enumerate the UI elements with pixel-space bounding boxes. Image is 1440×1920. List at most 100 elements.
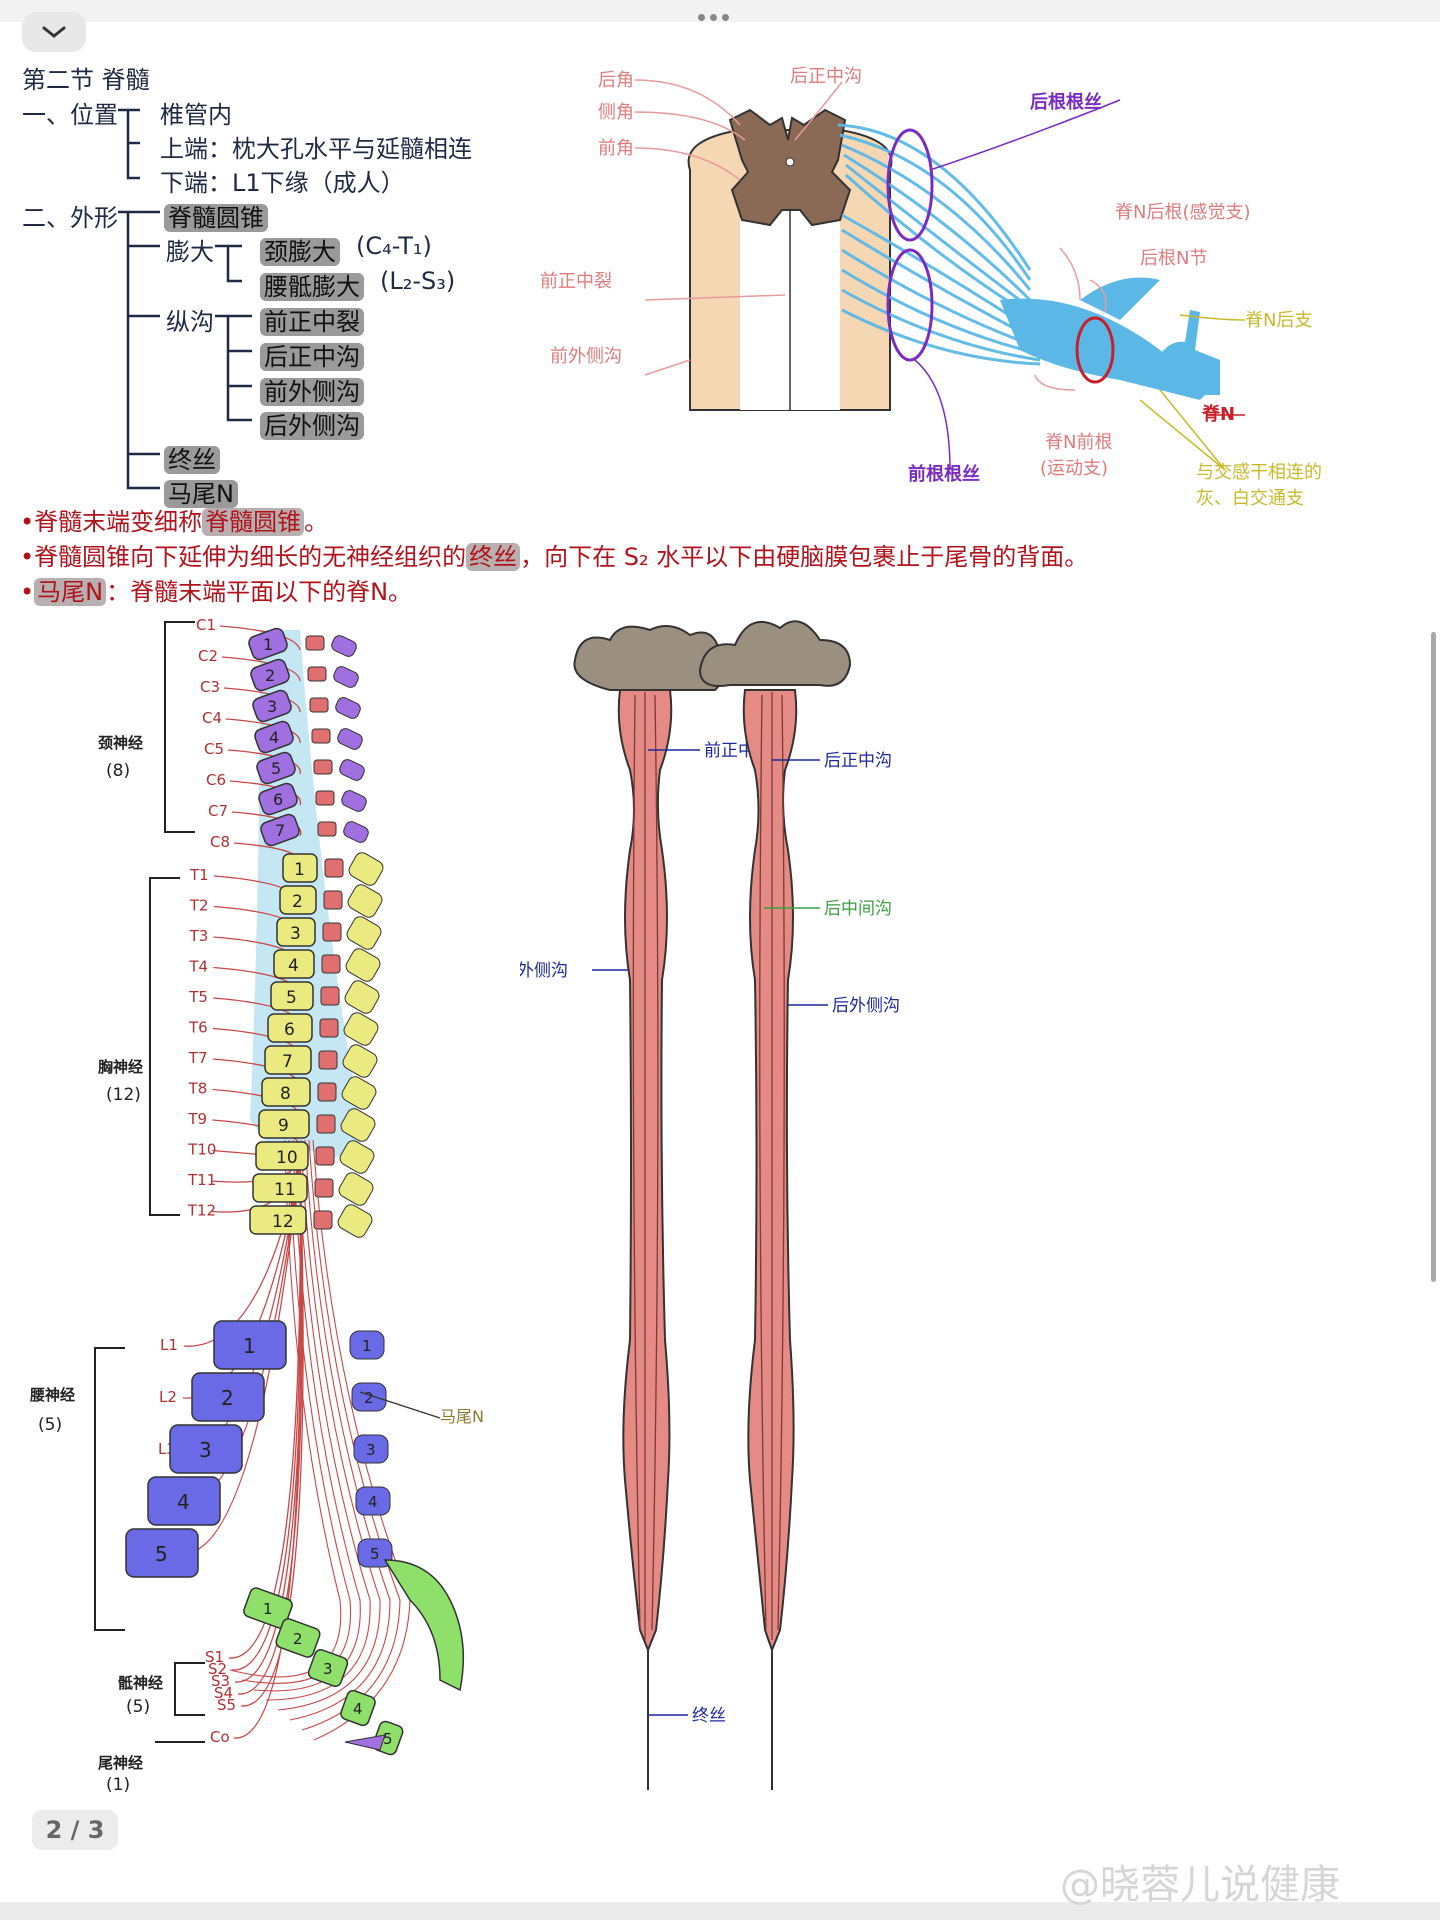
cord-segment	[313, 1210, 333, 1230]
thoracic-vertebra	[282, 853, 318, 883]
cord-segment	[315, 790, 335, 806]
thoracic-process	[341, 1076, 377, 1110]
cord-segment	[324, 858, 344, 878]
vertebra-number: 4	[177, 1490, 190, 1514]
vertebra-number: 4	[269, 728, 279, 747]
lumbar-vertebra	[213, 1320, 287, 1370]
nerve-label: C2	[198, 647, 218, 665]
groove-item: 后外侧沟	[260, 412, 364, 440]
thoracic-vertebra	[258, 1109, 310, 1139]
sacral-vertebra	[275, 1618, 321, 1658]
vertebra-number: 1	[263, 1600, 273, 1618]
vertebra-number: 7	[275, 821, 285, 840]
cord-segment	[319, 1018, 339, 1038]
nerve-label: L1	[160, 1336, 178, 1354]
thoracic-process	[346, 916, 382, 950]
more-icon[interactable]	[698, 14, 729, 21]
label-lateral-horn: 侧角	[598, 102, 634, 123]
cord-segment	[322, 922, 342, 942]
vertebra-number: 2	[292, 892, 303, 912]
nerve-label: T10	[187, 1141, 216, 1159]
sacral-vertebra	[307, 1649, 349, 1687]
nerve-label: C7	[208, 802, 228, 820]
cauda-label: 马尾N	[440, 1407, 484, 1426]
nerve-label: C4	[202, 709, 222, 727]
nerve-label: T7	[188, 1049, 208, 1067]
cord-segment	[317, 821, 337, 837]
section-title: 第二节 脊髓	[22, 66, 150, 94]
vertebra-number: 1	[263, 635, 273, 654]
nerve-label: S3	[211, 1672, 230, 1690]
summary-bullets: •脊髓末端变细称脊髓圆锥。 •脊髓圆锥向下延伸为细长的无神经组织的终丝，向下在 …	[20, 505, 1088, 610]
label-rami-line2: 灰、白交通支	[1196, 488, 1304, 509]
cord-segment	[316, 1114, 336, 1134]
lumbar-process	[357, 1538, 393, 1568]
thoracic-vertebra	[270, 981, 314, 1011]
outline-tree: 第二节 脊髓 一、位置 椎管内 上端：枕大孔水平与延髓相连 下端：L1下缘（成人…	[0, 0, 540, 520]
group-bracket	[149, 877, 180, 1216]
process-number: 4	[368, 1493, 378, 1511]
lumbar-process	[353, 1434, 389, 1464]
vertebra-number: 10	[276, 1148, 298, 1168]
thoracic-vertebra	[252, 1173, 308, 1203]
enlargement-label: 膨大	[166, 238, 214, 266]
grooves-label: 纵沟	[166, 308, 214, 336]
lumbar-process	[355, 1486, 391, 1516]
group-name: 尾神经	[98, 1754, 143, 1772]
label-posterolateral: 后外侧沟	[832, 996, 900, 1016]
thoracic-process	[338, 1172, 374, 1206]
label-filum: 终丝	[692, 1706, 726, 1726]
label-dorsal-rootlets: 后根根丝	[1030, 91, 1102, 113]
vertebra-number: 2	[293, 1630, 303, 1648]
cervical-process	[341, 790, 367, 812]
cervical-vertebra	[254, 720, 294, 754]
thoracic-process	[337, 1204, 373, 1238]
thoracic-process	[340, 1108, 376, 1142]
vertebra-number: 6	[273, 790, 283, 809]
lumbosacral-enlargement: 腰骶膨大	[260, 273, 364, 301]
posterior-view: 后正中沟 后中间沟 后外侧沟	[698, 620, 900, 1790]
nerve-label: S4	[214, 1684, 233, 1702]
vertebra-number: 12	[272, 1212, 294, 1232]
nerve-label: Co	[210, 1728, 230, 1746]
thoracic-process	[344, 980, 380, 1014]
label-ventral-horn: 前角	[598, 138, 634, 159]
groove-item: 前外侧沟	[260, 378, 364, 406]
vertebra-number: 3	[290, 924, 301, 944]
thoracic-process	[343, 1012, 379, 1046]
nerve-line	[183, 1159, 301, 1347]
lumbar-process	[351, 1382, 387, 1412]
vertebra-number: 3	[267, 697, 277, 716]
groove-item: 前正中裂	[260, 308, 364, 336]
vertebra-number: 9	[278, 1116, 289, 1136]
nerve-label: S1	[205, 1648, 224, 1666]
lumbosacral-range: (L₂-S₃)	[380, 267, 456, 295]
cervical-vertebra	[258, 782, 298, 816]
group-bracket	[94, 1347, 125, 1631]
nerve-label: S2	[208, 1660, 227, 1678]
cord-segment	[318, 1050, 338, 1070]
label-anterolateral-sulcus: 前外侧沟	[550, 346, 622, 367]
nerve-label: T1	[189, 866, 209, 884]
nerve-label: L2	[159, 1388, 177, 1406]
cord-segment	[315, 1146, 335, 1166]
upper-end: 上端：枕大孔水平与延髓相连	[160, 135, 472, 163]
lumbar-process	[349, 1330, 385, 1360]
cervical-range: (C₄-T₁)	[356, 232, 432, 260]
thoracic-process	[348, 852, 384, 886]
scrollbar[interactable]	[1431, 632, 1436, 1282]
nerve-label: C6	[206, 771, 226, 789]
label-dorsal-ganglion: 后根N节	[1140, 248, 1207, 269]
group-count: (8)	[106, 761, 130, 781]
position-heading: 一、位置	[22, 101, 118, 129]
thoracic-process	[347, 884, 383, 918]
vertebra-number: 7	[282, 1052, 293, 1072]
nerve-label: T11	[187, 1171, 216, 1189]
vertebra-number: 2	[221, 1386, 234, 1410]
cervical-vertebra	[248, 627, 288, 661]
nerve-line	[240, 1159, 304, 1707]
nerve-label: C3	[200, 678, 220, 696]
nerve-label: T5	[188, 988, 208, 1006]
collapse-button[interactable]	[22, 12, 86, 52]
cervical-vertebra	[256, 751, 296, 785]
